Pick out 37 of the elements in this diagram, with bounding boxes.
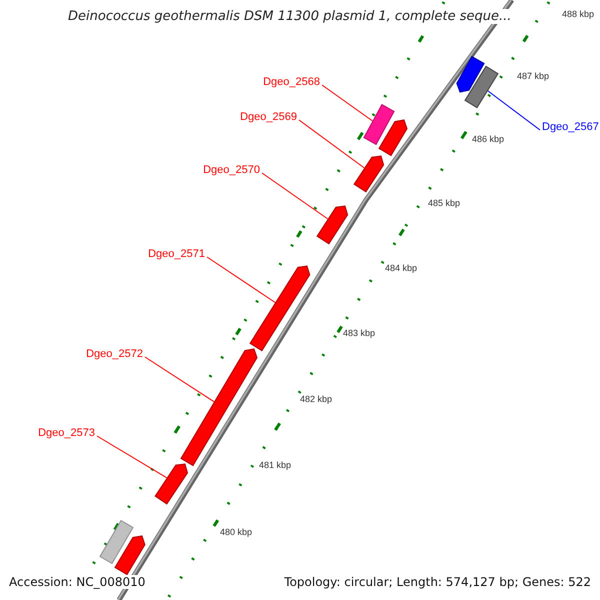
gene-marker	[154, 463, 188, 505]
gene-marker	[180, 348, 258, 466]
leader-line	[322, 84, 373, 122]
accession-text: Accession: NC_008010	[9, 575, 146, 589]
gene-marker	[464, 66, 499, 108]
leader-line	[487, 90, 540, 130]
scale-label: 483 kbp	[343, 328, 376, 338]
gene-label: Dgeo_2571	[148, 248, 205, 260]
gene-label: Dgeo_2572	[86, 348, 143, 360]
leader-line	[144, 356, 214, 402]
gene-label: Dgeo_2568	[263, 76, 320, 88]
gene-marker	[249, 265, 310, 352]
scale-label: 487 kbp	[517, 71, 550, 81]
scale-label: 481 kbp	[259, 460, 292, 470]
gene-label: Dgeo_2569	[240, 111, 297, 123]
gene-marker	[363, 104, 395, 146]
gene-marker	[456, 56, 485, 93]
scale-label: 486 kbp	[472, 134, 504, 144]
gene-marker	[114, 535, 146, 576]
scale-label: 488 kbp	[562, 9, 594, 19]
gene-marker	[353, 155, 384, 192]
scale-label: 484 kbp	[385, 263, 418, 273]
gene-marker	[316, 205, 348, 244]
gene-label: Dgeo_2567	[542, 121, 599, 133]
leader-line	[206, 256, 276, 303]
leader-line	[96, 436, 168, 478]
scale-label: 480 kbp	[220, 527, 252, 537]
scale-label: 482 kbp	[300, 394, 332, 404]
summary-text: Topology: circular; Length: 574,127 bp; Genes: 522	[284, 575, 591, 589]
leader-line	[298, 120, 365, 168]
gene-label: Dgeo_2570	[203, 164, 260, 176]
gene-marker	[378, 119, 408, 156]
scale-label: 485 kbp	[428, 198, 460, 208]
title: Deinococcus geothermalis DSM 11300 plasmid 1, complete seque...	[68, 9, 512, 24]
gene-marker	[99, 520, 134, 564]
leader-line	[262, 172, 328, 220]
gene-label: Dgeo_2573	[38, 427, 95, 439]
